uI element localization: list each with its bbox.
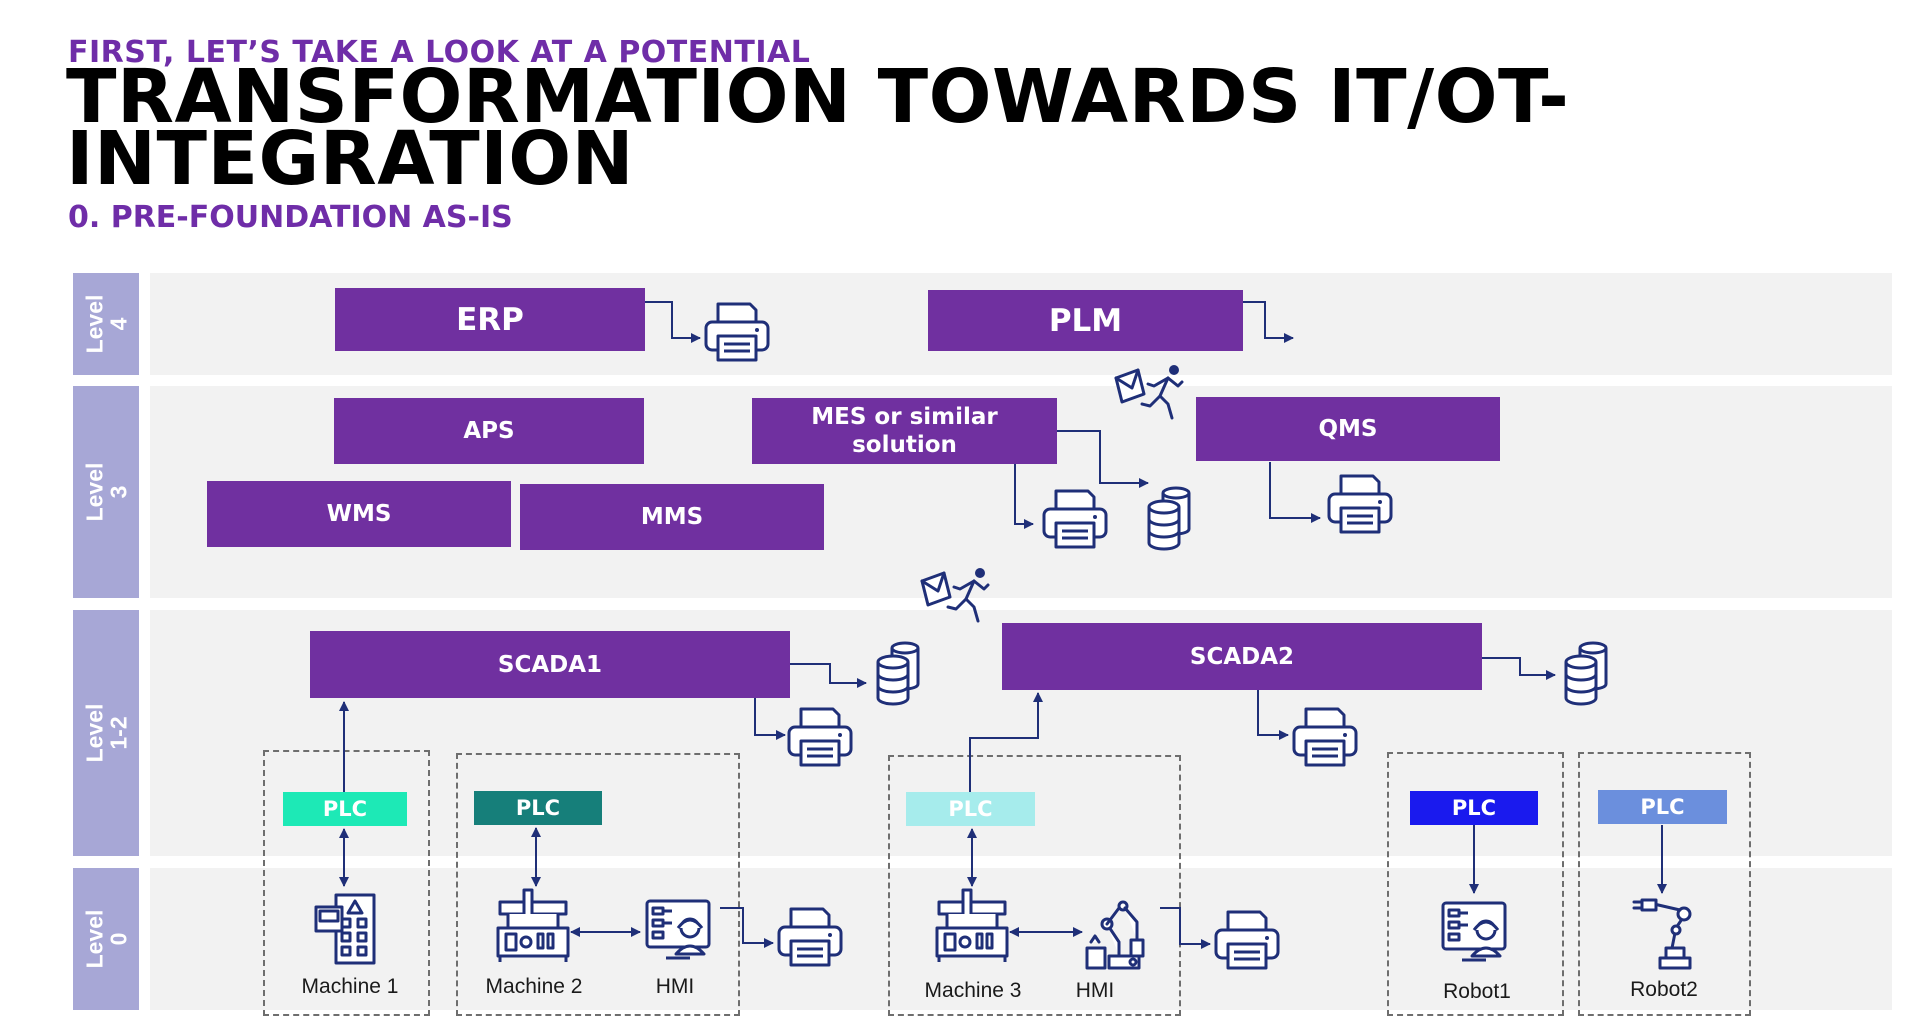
plc-robot-1: PLC xyxy=(1410,791,1538,825)
mes-to-db-arrow xyxy=(1057,430,1149,488)
machine-3-label: Machine 3 xyxy=(924,979,1022,1002)
level-3-label: Level 3 xyxy=(73,386,139,598)
hmi-1-label: HMI xyxy=(655,975,695,998)
slide-title: TRANSFORMATION TOWARDS IT/OT-INTEGRATION xyxy=(66,54,1570,202)
level-0-label: Level 0 xyxy=(73,868,139,1010)
section-title: 0. PRE-FOUNDATION AS-IS xyxy=(68,200,513,235)
machine-1-label: Machine 1 xyxy=(301,975,399,998)
manual-transfer-icon xyxy=(1114,365,1184,420)
scada2-to-db-arrow xyxy=(1482,657,1556,680)
printer-icon xyxy=(704,302,770,362)
wms-box: WMS xyxy=(207,481,511,547)
database-icon xyxy=(1564,641,1608,706)
plc-machine-2: PLC xyxy=(474,791,602,825)
hmi-operator-icon xyxy=(1441,901,1507,962)
plc-machine-1: PLC xyxy=(283,792,407,826)
scada2-to-printer-arrow xyxy=(1257,690,1289,740)
plm-box: PLM xyxy=(928,290,1243,351)
plc3-to-scada2-arrow xyxy=(969,692,1043,792)
plm-arrow xyxy=(1243,301,1294,343)
mes-box: MES or similar solution xyxy=(752,398,1057,464)
slide-subtitle: FIRST, LET’S TAKE A LOOK AT A POTENTIAL xyxy=(68,35,811,70)
plc-robot-2: PLC xyxy=(1598,790,1727,824)
printer-icon xyxy=(1042,489,1108,549)
hmi-operator-icon xyxy=(645,899,711,960)
erp-to-printer-arrow xyxy=(645,301,701,343)
scada1-to-printer-arrow xyxy=(754,698,786,740)
manual-transfer-icon xyxy=(920,568,990,623)
hmi2-to-printer-arrow xyxy=(1160,907,1211,949)
machine-2-label: Machine 2 xyxy=(485,975,583,998)
mms-box: MMS xyxy=(520,484,824,550)
level-0-band xyxy=(150,868,1892,1010)
database-icon xyxy=(1147,486,1191,551)
erp-box: ERP xyxy=(335,288,645,351)
qms-to-printer-arrow xyxy=(1269,462,1321,523)
industrial-robot-icon xyxy=(1632,898,1692,970)
scada2-box: SCADA2 xyxy=(1002,623,1482,690)
scada1-to-db-arrow xyxy=(790,663,867,688)
level-1-2-label: Level 1-2 xyxy=(73,610,139,856)
level-4-label: Level 4 xyxy=(73,273,139,375)
robot-arm-icon xyxy=(1085,900,1145,970)
robot-1-label: Robot1 xyxy=(1443,980,1511,1003)
control-cabinet-icon xyxy=(314,893,376,965)
printer-icon xyxy=(777,907,843,967)
aps-box: APS xyxy=(334,398,644,464)
mes-to-printer-arrow xyxy=(1014,464,1034,529)
qms-box: QMS xyxy=(1196,397,1500,461)
printer-icon xyxy=(787,707,853,767)
printer-icon xyxy=(1327,474,1393,534)
scada1-box: SCADA1 xyxy=(310,631,790,698)
database-icon xyxy=(876,641,920,706)
hmi1-to-printer-arrow xyxy=(720,907,774,948)
hmi-2-label: HMI xyxy=(1075,979,1115,1002)
printer-icon xyxy=(1292,707,1358,767)
plc-machine-3: PLC xyxy=(906,792,1035,826)
cnc-machine-icon xyxy=(935,888,1009,962)
cnc-machine-icon xyxy=(496,888,570,962)
robot-2-label: Robot2 xyxy=(1630,978,1698,1001)
printer-icon xyxy=(1214,910,1280,970)
